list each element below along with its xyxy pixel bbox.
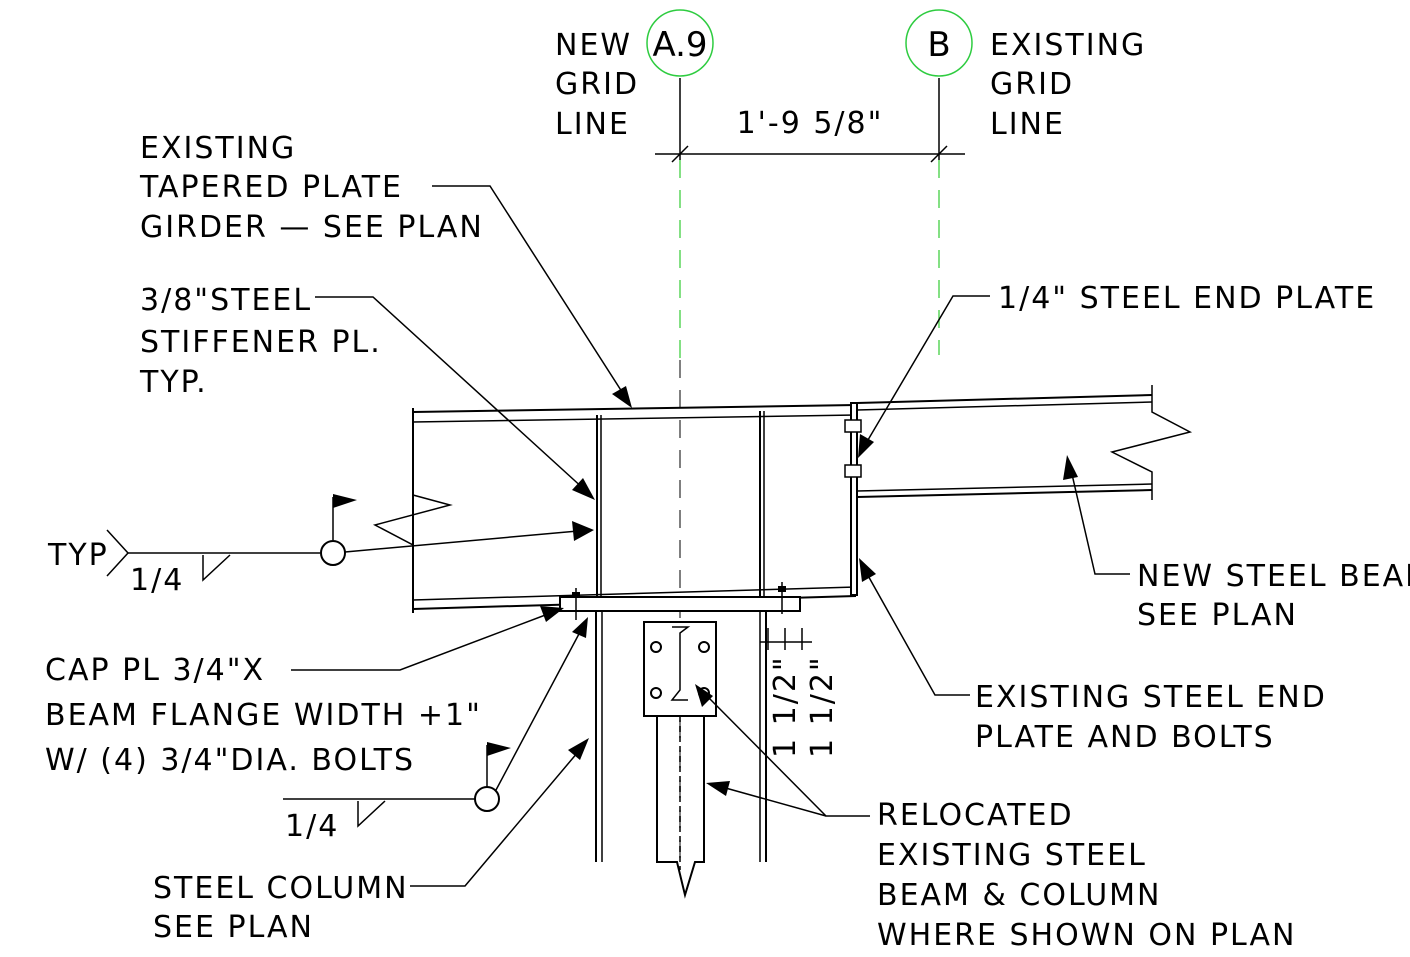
cap-plate [559, 582, 801, 620]
svg-text:W/ (4) 3/4"DIA. BOLTS: W/ (4) 3/4"DIA. BOLTS [45, 743, 415, 778]
weld-typ-label: TYP [47, 538, 109, 573]
weld-typ-size: 1/4 [130, 563, 184, 598]
note-end-plate: 1/4" STEEL END PLATE [858, 281, 1376, 458]
grid-dimension: 1'-9 5/8" [655, 106, 965, 163]
note-cap-plate: CAP PL 3/4"X BEAM FLANGE WIDTH +1" W/ (4… [45, 606, 564, 778]
note-girder: EXISTING TAPERED PLATE GIRDER — SEE PLAN [139, 131, 632, 408]
steel-column [595, 611, 767, 862]
bolt-spacing-1: 1 1/2" [768, 655, 803, 758]
note-relocated: RELOCATED EXISTING STEEL BEAM & COLUMN W… [695, 684, 1296, 953]
svg-text:EXISTING STEEL END: EXISTING STEEL END [975, 680, 1327, 715]
grid-bubble-b-label: B [927, 25, 950, 65]
bolt-upper [844, 419, 862, 433]
svg-text:SEE PLAN: SEE PLAN [153, 910, 314, 945]
bolt-lower [844, 464, 862, 478]
svg-text:NEW STEEL BEAM: NEW STEEL BEAM [1137, 559, 1410, 594]
svg-text:EXISTING: EXISTING [990, 28, 1146, 63]
weld-symbol-typ: TYP 1/4 [47, 494, 594, 598]
note-new-beam: NEW STEEL BEAM SEE PLAN [1063, 455, 1410, 633]
svg-text:PLATE AND BOLTS: PLATE AND BOLTS [975, 720, 1275, 755]
bolt-spacing-dimension: 1 1/2" 1 1/2" [760, 628, 840, 758]
new-grid-line-label: NEW GRID LINE [555, 28, 639, 142]
existing-grid-line-label: EXISTING GRID LINE [990, 28, 1146, 142]
note-stiffener: 3/8"STEEL STIFFENER PL. TYP. [139, 283, 595, 500]
svg-text:STEEL COLUMN: STEEL COLUMN [153, 871, 409, 906]
new-steel-beam [856, 385, 1193, 500]
svg-text:TAPERED PLATE: TAPERED PLATE [139, 170, 403, 205]
grid-bubble-a9 [646, 9, 714, 77]
svg-text:LINE: LINE [990, 107, 1065, 142]
grid-bubble-b [905, 9, 973, 77]
bolt-spacing-2: 1 1/2" [805, 655, 840, 758]
note-existing-end-plate: EXISTING STEEL END PLATE AND BOLTS [859, 558, 1327, 755]
svg-text:STIFFENER PL.: STIFFENER PL. [140, 325, 382, 360]
svg-text:SEE PLAN: SEE PLAN [1137, 598, 1298, 633]
svg-text:3/8"STEEL: 3/8"STEEL [140, 283, 312, 318]
svg-text:CAP PL 3/4"X: CAP PL 3/4"X [45, 653, 265, 688]
weld-cap-size: 1/4 [285, 809, 339, 844]
svg-text:BEAM FLANGE WIDTH +1": BEAM FLANGE WIDTH +1" [45, 698, 482, 733]
svg-text:TYP.: TYP. [139, 365, 208, 400]
svg-text:BEAM & COLUMN: BEAM & COLUMN [877, 878, 1161, 913]
svg-text:GRID: GRID [555, 67, 639, 102]
svg-text:EXISTING STEEL: EXISTING STEEL [877, 838, 1147, 873]
svg-text:RELOCATED: RELOCATED [877, 798, 1074, 833]
svg-text:GRID: GRID [990, 67, 1074, 102]
note-column: STEEL COLUMN SEE PLAN [153, 738, 589, 945]
svg-text:WHERE SHOWN ON PLAN: WHERE SHOWN ON PLAN [877, 918, 1296, 953]
tapered-plate-girder [372, 404, 857, 613]
dimension-text: 1'-9 5/8" [737, 106, 884, 141]
svg-text:GIRDER — SEE PLAN: GIRDER — SEE PLAN [140, 210, 484, 245]
svg-text:NEW: NEW [555, 28, 632, 63]
svg-text:EXISTING: EXISTING [140, 131, 296, 166]
svg-text:1/4" STEEL END PLATE: 1/4" STEEL END PLATE [998, 281, 1376, 316]
grid-bubble-a9-label: A.9 [652, 25, 707, 65]
svg-text:LINE: LINE [555, 107, 630, 142]
weld-symbol-cap: 1/4 [283, 617, 588, 844]
end-plate [844, 402, 862, 596]
